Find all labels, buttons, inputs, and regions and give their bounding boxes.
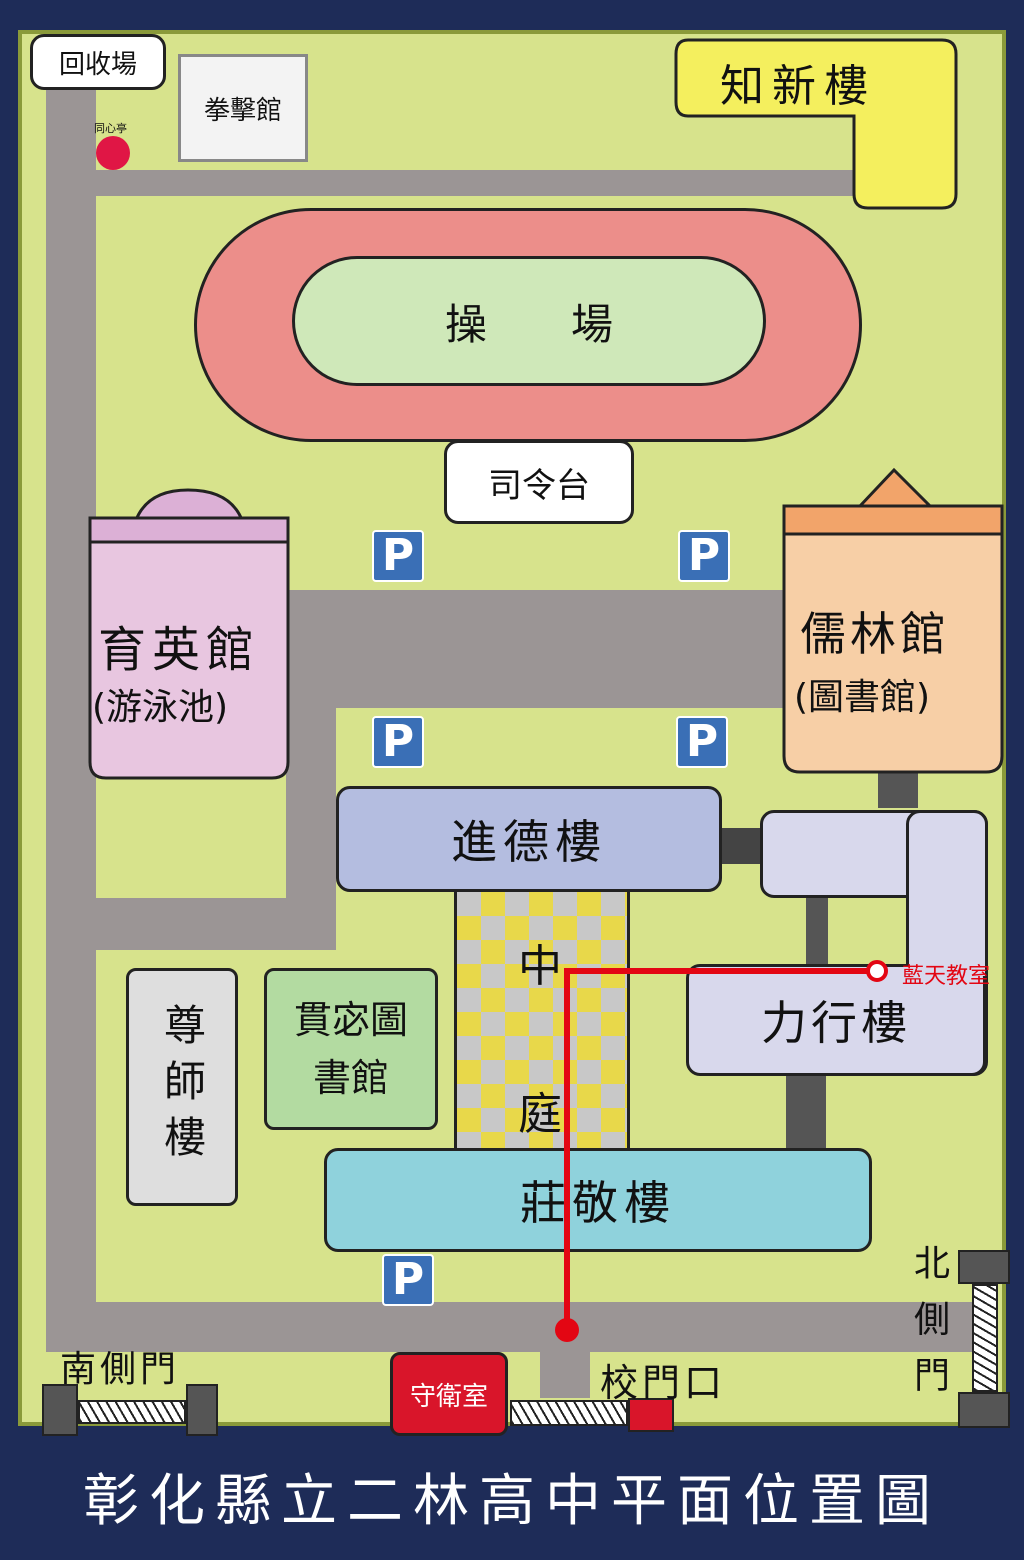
- courtyard-label: 中: [518, 941, 562, 992]
- south-gate-post: [186, 1384, 218, 1436]
- zhuangjing-label: 莊敬樓: [520, 1176, 676, 1230]
- rulin-label: 儒林館: [800, 607, 950, 661]
- lixing-mask: [909, 966, 985, 976]
- guanmi-library: 貫宓圖書館: [264, 968, 438, 1130]
- yuying-label: 育英館: [98, 622, 261, 678]
- parking-icon: P: [382, 1254, 434, 1306]
- rulin-building-shape: [782, 467, 1004, 774]
- lixing-building: 力行樓: [686, 964, 986, 1076]
- north-gate-post: [958, 1250, 1010, 1284]
- road-central-east: [288, 590, 788, 708]
- zunshi-label: 尊師樓: [157, 1003, 207, 1171]
- north-gate-fence: [972, 1284, 998, 1392]
- parking-icon: P: [372, 530, 424, 582]
- road-south: [46, 1302, 992, 1352]
- recycle-label: 回收場: [58, 49, 137, 80]
- main-gate-post: [628, 1398, 674, 1432]
- connector: [806, 896, 828, 966]
- route-line: [564, 968, 570, 1330]
- rulin-sublabel: (圖書館): [794, 677, 931, 718]
- guard-label: 守衛室: [409, 1381, 488, 1412]
- zhixin-label: 知新樓: [720, 61, 876, 112]
- main-gate-fence: [510, 1400, 628, 1426]
- classroom-marker: [866, 960, 888, 982]
- connector: [720, 828, 762, 864]
- pavilion-label: 同心亭: [94, 122, 127, 135]
- field-label: 操 場: [444, 299, 613, 349]
- north-gate-label: 北側門: [908, 1244, 949, 1412]
- south-gate-fence: [78, 1400, 186, 1424]
- zhuangjing-building: 莊敬樓: [324, 1148, 872, 1252]
- connector: [786, 1074, 826, 1150]
- courtyard-label: 庭: [518, 1089, 562, 1140]
- yuying-sublabel: (游泳池): [92, 687, 229, 728]
- road-north: [46, 170, 866, 196]
- jinde-label: 進德樓: [451, 815, 607, 869]
- yuying-building-shape: [88, 488, 290, 780]
- road-gate-entry: [540, 1352, 590, 1398]
- guanmi-label: 貫宓圖書館: [293, 998, 408, 1100]
- map-title: 彰化縣立二林高中平面位置圖: [83, 1469, 941, 1534]
- boxing-label: 拳擊館: [203, 95, 282, 126]
- parking-icon: P: [372, 716, 424, 768]
- recycle-area: 回收場: [30, 34, 166, 90]
- classroom-label: 藍天教室: [902, 964, 991, 989]
- connector: [878, 772, 918, 808]
- main-gate-label: 校門口: [600, 1361, 727, 1405]
- boxing-gym: 拳擊館: [178, 54, 308, 162]
- zunshi-building: 尊師樓: [126, 968, 238, 1206]
- route-line: [564, 968, 878, 974]
- jinde-building: 進德樓: [336, 786, 722, 892]
- guard-room: 守衛室: [390, 1352, 508, 1436]
- south-gate-post: [42, 1384, 78, 1436]
- podium-label: 司令台: [488, 465, 590, 506]
- road-mid-vertical: [286, 708, 336, 950]
- lixing-mask: [909, 895, 985, 969]
- sports-field: 操 場: [292, 256, 766, 386]
- south-gate-label: 南側門: [60, 1349, 181, 1390]
- north-gate-post: [958, 1392, 1010, 1428]
- route-start-dot: [555, 1318, 579, 1342]
- pavilion-marker: [96, 136, 130, 170]
- lixing-label: 力行樓: [761, 996, 911, 1050]
- zhixin-building-shape: [674, 38, 958, 210]
- parking-icon: P: [678, 530, 730, 582]
- road-west: [46, 90, 96, 1352]
- podium: 司令台: [444, 440, 634, 524]
- parking-icon: P: [676, 716, 728, 768]
- courtyard: [454, 892, 630, 1148]
